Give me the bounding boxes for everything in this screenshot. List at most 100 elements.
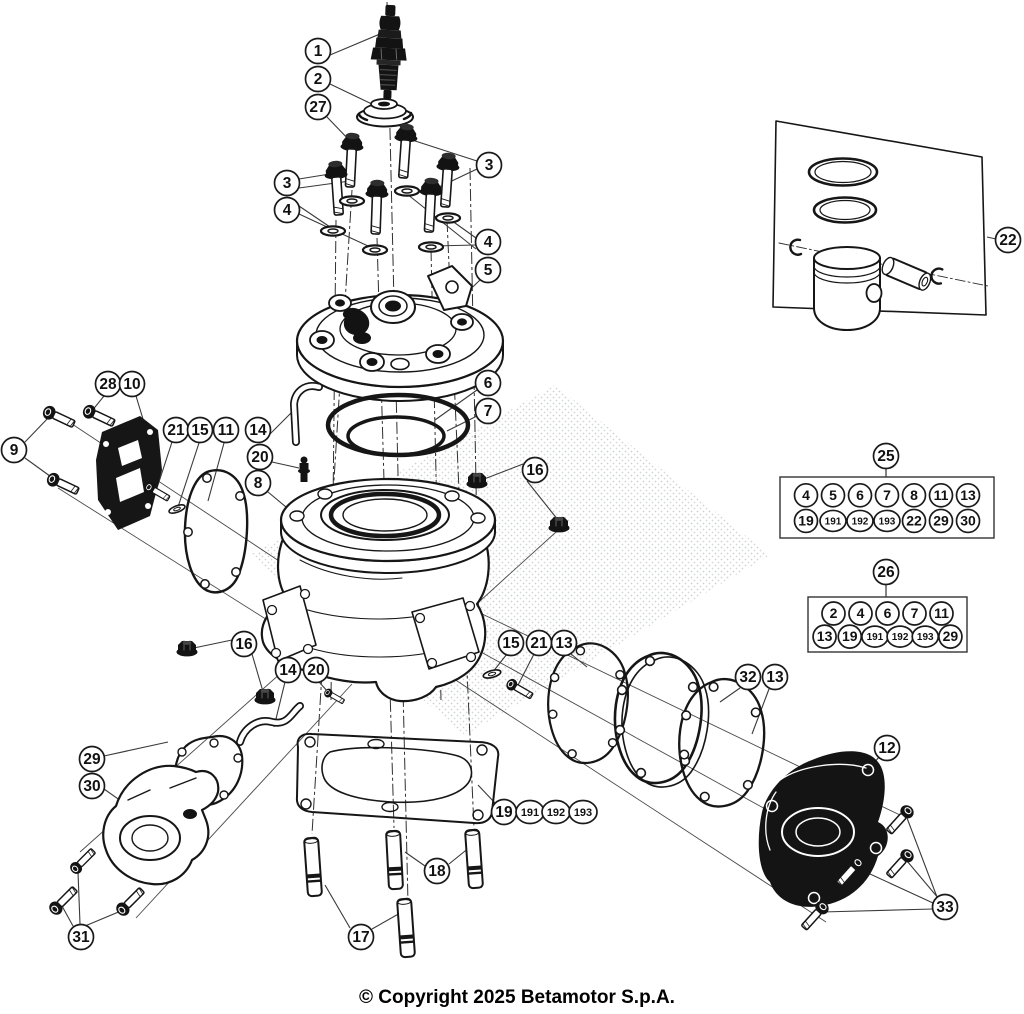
callout-193: 193 <box>568 799 598 825</box>
base-gasket-drawing <box>295 732 500 825</box>
callout-15: 15 <box>497 629 525 657</box>
svg-text:29: 29 <box>83 751 101 768</box>
svg-text:21: 21 <box>167 422 185 439</box>
parts-layer <box>39 4 989 959</box>
callout-19: 19 <box>490 798 518 826</box>
svg-text:26: 26 <box>877 564 895 581</box>
spark-plug-drawing <box>370 4 407 100</box>
svg-text:7: 7 <box>911 605 919 621</box>
svg-text:15: 15 <box>191 422 209 439</box>
svg-text:4: 4 <box>857 605 865 621</box>
svg-text:192: 192 <box>547 807 565 819</box>
svg-text:191: 191 <box>521 807 539 819</box>
callout-20: 20 <box>246 443 274 471</box>
svg-text:6: 6 <box>856 487 864 503</box>
svg-text:12: 12 <box>878 740 895 757</box>
callout-5: 5 <box>474 256 502 284</box>
callout-4: 4 <box>848 601 873 626</box>
svg-text:17: 17 <box>352 929 369 946</box>
callout-6: 6 <box>875 601 900 626</box>
callout-14: 14 <box>274 656 302 684</box>
svg-text:28: 28 <box>99 376 117 393</box>
callout-18: 18 <box>423 857 451 885</box>
callout-20: 20 <box>302 656 330 684</box>
callout-13: 13 <box>761 663 789 691</box>
svg-text:7: 7 <box>484 403 493 420</box>
callout-7: 7 <box>474 397 502 425</box>
callout-8: 8 <box>901 482 927 508</box>
svg-text:5: 5 <box>829 487 837 503</box>
callout-4: 4 <box>273 196 301 224</box>
svg-text:20: 20 <box>307 662 324 679</box>
svg-text:192: 192 <box>892 632 909 643</box>
svg-text:2: 2 <box>314 71 323 88</box>
svg-text:193: 193 <box>917 632 934 643</box>
svg-text:30: 30 <box>960 513 976 529</box>
callout-7: 7 <box>874 482 900 508</box>
svg-text:11: 11 <box>218 422 235 439</box>
callout-191: 191 <box>819 509 847 533</box>
svg-text:19: 19 <box>842 628 858 644</box>
callout-29: 29 <box>938 624 963 649</box>
callout-27: 27 <box>304 93 332 121</box>
svg-text:11: 11 <box>934 605 949 621</box>
callout-192: 192 <box>541 799 571 825</box>
svg-text:193: 193 <box>879 517 896 528</box>
svg-text:13: 13 <box>960 487 976 503</box>
callout-5: 5 <box>820 482 846 508</box>
callout-12: 12 <box>873 734 901 762</box>
exhaust-valve-group-drawing <box>39 402 249 594</box>
callout-30: 30 <box>78 772 106 800</box>
callout-3: 3 <box>475 151 503 179</box>
callout-19: 19 <box>793 508 819 534</box>
svg-text:15: 15 <box>502 635 520 652</box>
svg-text:10: 10 <box>123 376 140 393</box>
callout-2: 2 <box>304 65 332 93</box>
callout-32: 32 <box>734 663 762 691</box>
callout-193: 193 <box>873 509 901 533</box>
callout-17: 17 <box>347 923 375 951</box>
svg-text:27: 27 <box>309 99 326 116</box>
callout-11: 11 <box>928 482 954 508</box>
svg-text:4: 4 <box>484 234 493 251</box>
piston-kit-drawing <box>772 120 989 331</box>
callout-22: 22 <box>994 226 1022 254</box>
callout-14: 14 <box>244 416 272 444</box>
svg-text:29: 29 <box>933 513 949 529</box>
svg-text:11: 11 <box>934 487 949 503</box>
callout-4: 4 <box>474 228 502 256</box>
svg-text:22: 22 <box>999 232 1016 249</box>
svg-text:13: 13 <box>817 628 833 644</box>
svg-text:22: 22 <box>906 513 922 529</box>
callout-8: 8 <box>244 469 272 497</box>
callout-7: 7 <box>902 601 927 626</box>
svg-text:14: 14 <box>279 662 297 679</box>
callout-31: 31 <box>67 923 95 951</box>
callout-16: 16 <box>230 630 258 658</box>
svg-text:29: 29 <box>943 628 959 644</box>
svg-text:2: 2 <box>830 605 838 621</box>
fitting-drawing <box>298 456 310 482</box>
callout-22: 22 <box>901 508 927 534</box>
svg-text:19: 19 <box>798 513 814 529</box>
head-bolts-drawing <box>319 122 462 256</box>
svg-text:30: 30 <box>83 778 100 795</box>
callout-191: 191 <box>861 625 889 648</box>
svg-text:192: 192 <box>852 517 869 528</box>
callout-3: 3 <box>273 169 301 197</box>
svg-text:8: 8 <box>910 487 918 503</box>
svg-text:18: 18 <box>428 863 446 880</box>
svg-text:1: 1 <box>314 43 323 60</box>
callout-29: 29 <box>78 745 106 773</box>
callout-6: 6 <box>474 369 502 397</box>
callout-33: 33 <box>931 893 959 921</box>
svg-text:16: 16 <box>526 462 544 479</box>
svg-text:13: 13 <box>766 669 784 686</box>
callout-11: 11 <box>212 416 240 444</box>
callout-28: 28 <box>94 370 122 398</box>
